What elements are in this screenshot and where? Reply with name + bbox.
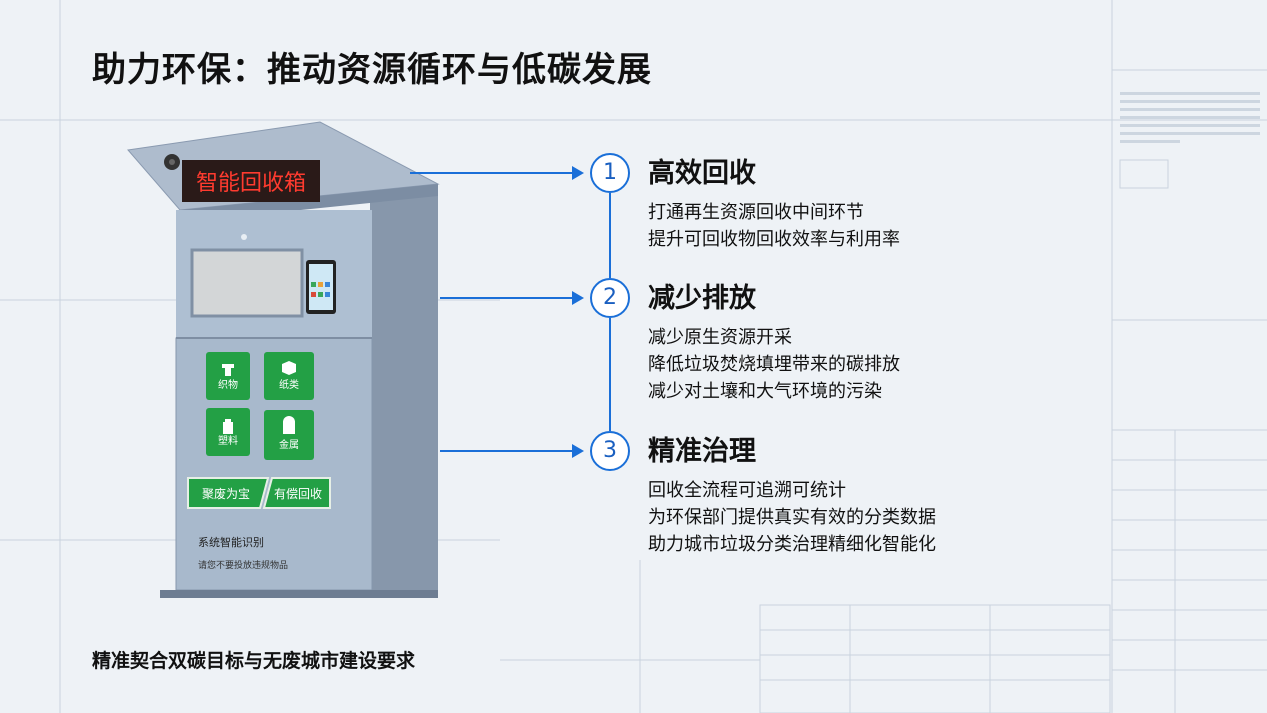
point-number-badge: 2 (590, 278, 630, 318)
point-number-badge: 3 (590, 431, 630, 471)
point-title: 高效回收 (648, 158, 756, 189)
bin-label-plastic: 塑料 (218, 434, 238, 447)
banner-left: 聚废为宝 (202, 486, 250, 501)
point-description: 回收全流程可追溯可统计 为环保部门提供真实有效的分类数据 助力城市垃圾分类治理精… (648, 477, 936, 558)
point-line: 助力城市垃圾分类治理精细化智能化 (648, 534, 936, 555)
point-line: 为环保部门提供真实有效的分类数据 (648, 507, 936, 528)
point-number-badge: 1 (590, 153, 630, 193)
bin-label-fabric: 织物 (218, 378, 238, 391)
point-line: 打通再生资源回收中间环节 (648, 202, 864, 223)
point-line: 回收全流程可追溯可统计 (648, 480, 846, 501)
footer-caption: 精准契合双碳目标与无废城市建设要求 (92, 650, 416, 672)
point-line: 减少对土壤和大气环境的污染 (648, 381, 882, 402)
bin-label-metal: 金属 (279, 438, 299, 451)
note-title: 系统智能识别 (198, 535, 264, 549)
bin-label-paper: 纸类 (279, 378, 299, 391)
point-description: 打通再生资源回收中间环节 提升可回收物回收效率与利用率 (648, 199, 900, 253)
banner-right: 有偿回收 (274, 486, 322, 501)
point-description: 减少原生资源开采 降低垃圾焚烧填埋带来的碳排放 减少对土壤和大气环境的污染 (648, 324, 900, 405)
point-line: 降低垃圾焚烧填埋带来的碳排放 (648, 354, 900, 375)
page-title: 助力环保：推动资源循环与低碳发展 (92, 50, 652, 90)
sign-text: 智能回收箱 (196, 171, 306, 196)
point-title: 精准治理 (648, 436, 756, 467)
point-title: 减少排放 (648, 283, 756, 314)
note-sub: 请您不要投放违规物品 (198, 559, 288, 571)
point-line: 减少原生资源开采 (648, 327, 792, 348)
point-line: 提升可回收物回收效率与利用率 (648, 229, 900, 250)
recycling-machine-illustration: 智能回收箱 织物 纸类 塑料 金属 聚废为宝 有偿回收 系统智能识别 请您不要投… (127, 121, 440, 598)
